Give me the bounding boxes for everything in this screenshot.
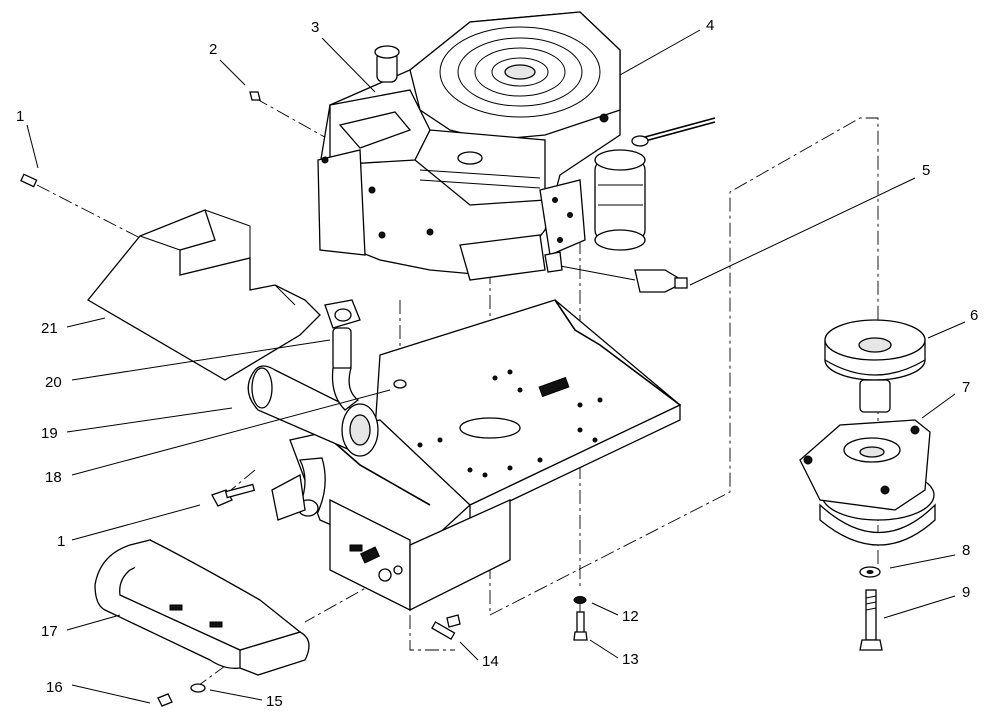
exhaust-pipe — [324, 299, 361, 411]
engine — [317, 11, 646, 281]
electric-clutch — [799, 419, 936, 546]
leader-lines — [26, 29, 966, 704]
clutch-washer — [859, 566, 881, 578]
callout-16: 16 — [46, 679, 63, 696]
engine-pulley — [824, 319, 926, 413]
clutch-bolt — [859, 589, 883, 651]
callout-9: 9 — [962, 584, 970, 601]
callout-4: 4 — [706, 17, 714, 34]
callout-20: 20 — [45, 374, 62, 391]
frame-holes — [417, 369, 603, 478]
callout-2: 2 — [209, 41, 217, 58]
callout-18: 18 — [45, 469, 62, 486]
callout-12: 12 — [622, 608, 639, 625]
callout-13: 13 — [622, 651, 639, 668]
callout-1-upper: 1 — [16, 108, 24, 125]
callout-6: 6 — [970, 307, 978, 324]
heat-shield — [87, 209, 321, 381]
chassis-frame — [289, 299, 682, 612]
spark-plug-wire — [631, 117, 716, 147]
callout-7: 7 — [962, 379, 970, 396]
callout-21: 21 — [41, 320, 58, 337]
callouts: 1 2 3 4 5 6 7 8 9 12 13 14 15 16 17 1 18… — [16, 17, 978, 710]
safety-switch — [544, 251, 688, 293]
callout-3: 3 — [311, 19, 319, 36]
callout-8: 8 — [962, 542, 970, 559]
callout-17: 17 — [41, 623, 58, 640]
callout-19: 19 — [41, 425, 58, 442]
callout-5: 5 — [922, 162, 930, 179]
callout-14: 14 — [482, 653, 499, 670]
callout-15: 15 — [266, 693, 283, 710]
bumper — [94, 539, 310, 676]
hardware — [20, 91, 588, 707]
muffler — [247, 365, 379, 521]
callout-1-lower: 1 — [57, 533, 65, 550]
